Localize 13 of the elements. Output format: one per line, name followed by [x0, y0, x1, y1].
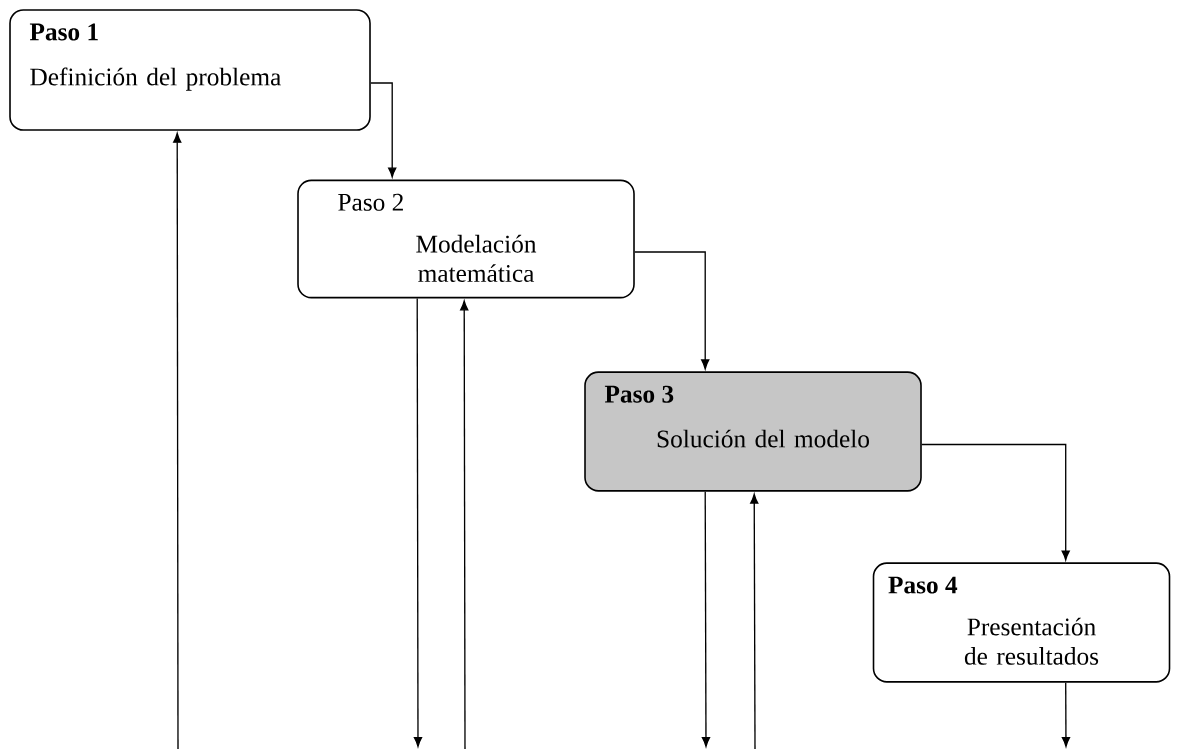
- process-box: Paso 3 Solución del modelo: [584, 371, 922, 492]
- process-box: Paso 4 Presentación de resultados: [872, 562, 1171, 683]
- arrow: [634, 251, 710, 370]
- process-box: Paso 2 Modelación matemática: [297, 179, 635, 299]
- arrow: [921, 443, 1070, 561]
- arrow: [1061, 681, 1071, 747]
- arrow: [750, 493, 759, 750]
- arrow: [701, 490, 711, 747]
- process-box: Paso 1 Definición del problema: [9, 9, 371, 131]
- arrow: [173, 132, 182, 750]
- arrow: [460, 300, 469, 750]
- arrow: [370, 82, 397, 178]
- arrow: [413, 297, 423, 747]
